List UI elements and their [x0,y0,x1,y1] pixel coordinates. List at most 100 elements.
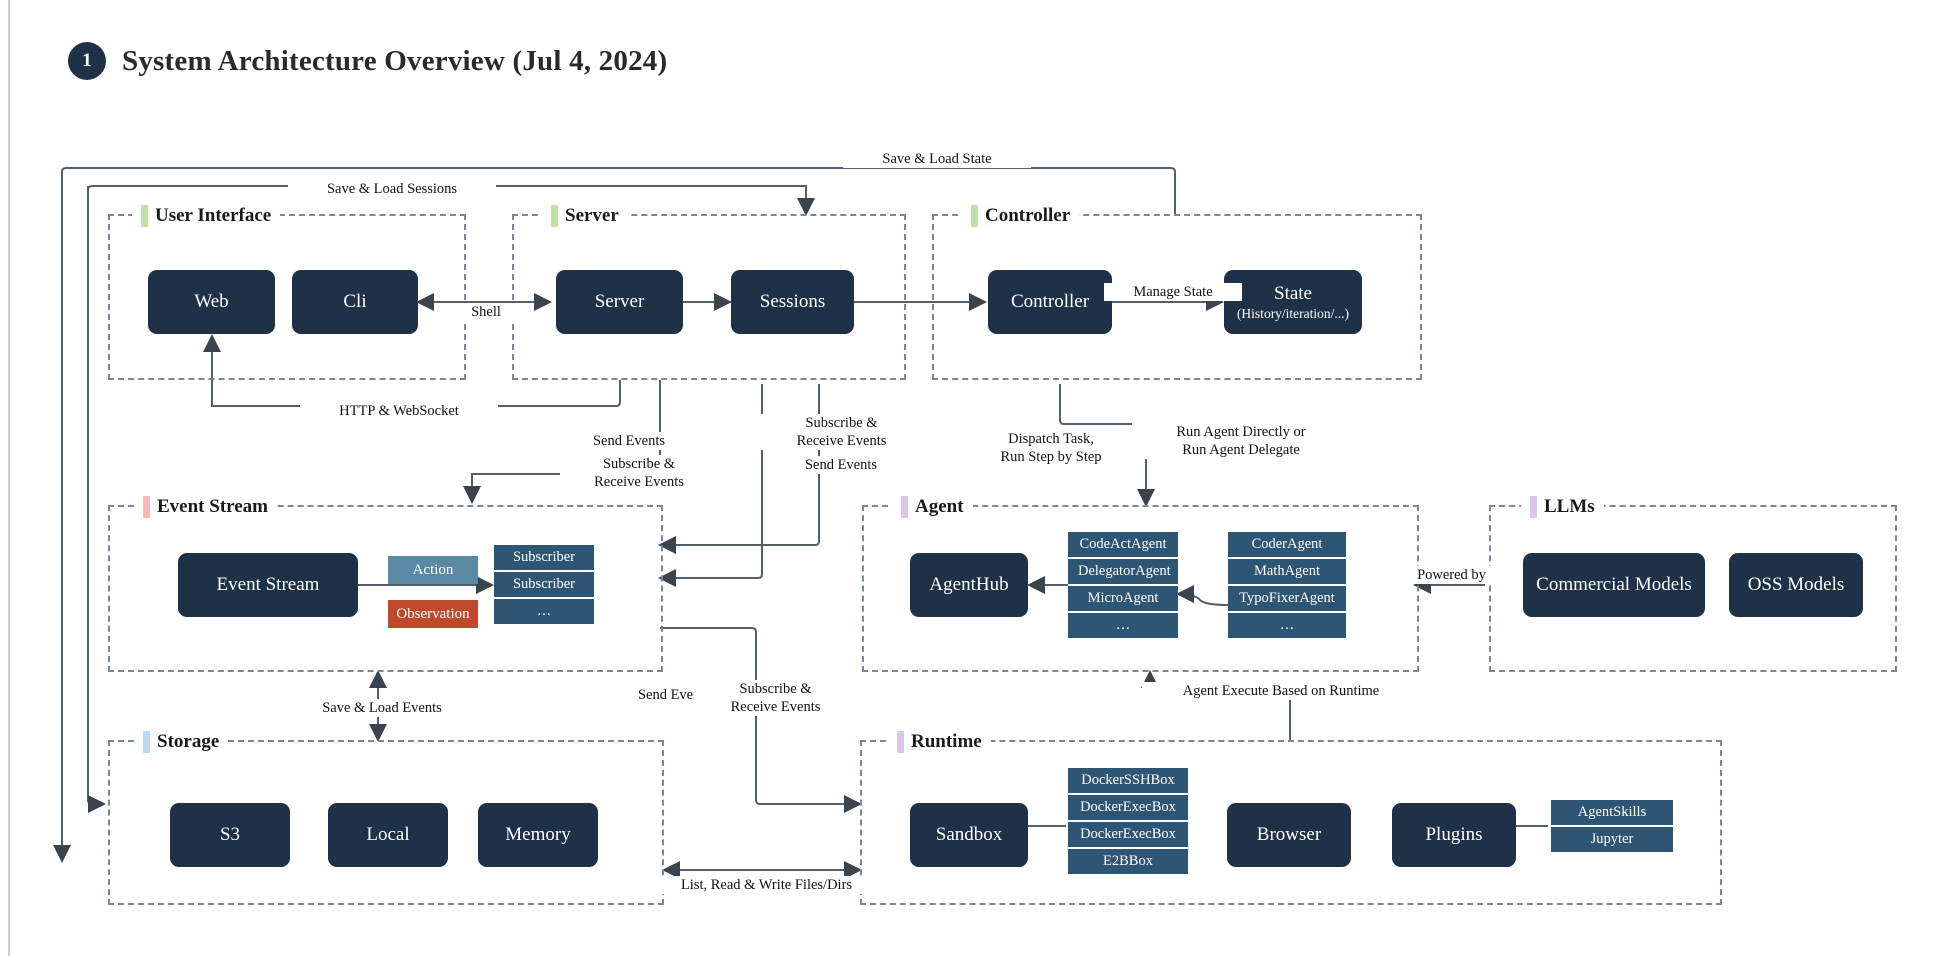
group-label-user-interface: User Interface [132,205,281,227]
node-sessions[interactable]: Sessions [731,270,854,334]
accent-bar-event-stream [143,496,150,518]
stack-item[interactable]: TypoFixerAgent [1228,586,1346,611]
node-label-controller: Controller [1010,291,1090,313]
group-title-agent: Agent [915,496,964,517]
edge-label-subscribe-receive-b: Subscribe & Receive Events [760,414,923,451]
stack-item[interactable]: Subscriber [494,572,594,597]
edge-label-manage-state: Manage State [1104,283,1242,302]
stack-item[interactable]: CoderAgent [1228,532,1346,557]
chip-label-action: Action [412,561,454,578]
accent-bar-agent [901,496,908,518]
edge-label-agent-execute: Agent Execute Based on Runtime [1142,682,1420,701]
group-label-agent: Agent [892,496,973,518]
node-cli[interactable]: Cli [292,270,418,334]
edge-label-save-load-events: Save & Load Events [288,699,476,718]
group-label-storage: Storage [134,731,229,753]
page-title: System Architecture Overview (Jul 4, 202… [122,44,668,77]
group-title-llms: LLMs [1544,496,1595,517]
node-controller[interactable]: Controller [988,270,1112,334]
stack-item[interactable]: CodeActAgent [1068,532,1178,557]
stack-item[interactable]: DockerExecBox [1068,822,1188,847]
stack-item[interactable]: … [1228,613,1346,638]
edge-label-send-events-a: Send Events [560,432,698,451]
node-label-cli: Cli [343,291,367,313]
node-label-commercial-models: Commercial Models [1536,574,1692,596]
group-storage: Storage [108,731,664,905]
node-label-agent-hub: AgentHub [929,574,1009,596]
group-user-interface: User Interface [108,205,466,380]
group-title-event-stream: Event Stream [157,496,268,517]
stack-item[interactable]: AgentSkills [1551,800,1673,825]
node-label-oss-models: OSS Models [1747,574,1845,596]
node-server[interactable]: Server [556,270,683,334]
group-event-stream: Event Stream [108,496,663,672]
page-header: 1 System Architecture Overview (Jul 4, 2… [68,42,667,80]
stack-item[interactable]: E2BBox [1068,849,1188,874]
node-sublabel-state: (History/iteration/...) [1236,305,1350,321]
edge-label-http-websocket: HTTP & WebSocket [300,402,498,421]
node-label-state: State [1274,282,1312,304]
edge-label-send-events-b: Send Events [772,456,910,475]
node-oss-models[interactable]: OSS Models [1729,553,1863,617]
accent-bar-runtime [897,731,904,753]
stack-item[interactable]: Jupyter [1551,827,1673,852]
node-local[interactable]: Local [328,803,448,867]
edge-label-run-agent: Run Agent Directly or Run Agent Delegate [1132,423,1350,460]
node-label-local: Local [366,824,410,846]
group-runtime: Runtime [860,731,1722,905]
node-commercial-models[interactable]: Commercial Models [1523,553,1705,617]
group-server: Server [512,205,906,380]
stack-item[interactable]: DockerSSHBox [1068,768,1188,793]
node-browser[interactable]: Browser [1227,803,1351,867]
edge-label-shell: Shell [442,303,530,322]
node-label-s3: S3 [219,824,241,846]
accent-bar-controller [971,205,978,227]
accent-bar-llms [1530,496,1537,518]
node-label-plugins: Plugins [1425,824,1483,846]
edge-label-save-load-state: Save & Load State [843,150,1031,169]
stack-item[interactable]: MathAgent [1228,559,1346,584]
group-title-user-interface: User Interface [155,205,272,226]
group-label-runtime: Runtime [888,731,991,753]
node-event-stream[interactable]: Event Stream [178,553,358,617]
node-label-sessions: Sessions [759,291,826,313]
chip-action[interactable]: Action [388,556,478,584]
group-llms: LLMs [1489,496,1897,672]
node-s3[interactable]: S3 [170,803,290,867]
stack-item[interactable]: DockerExecBox [1068,795,1188,820]
group-label-event-stream: Event Stream [134,496,277,518]
group-title-server: Server [565,205,619,226]
node-web[interactable]: Web [148,270,275,334]
group-title-controller: Controller [985,205,1071,226]
chip-observation[interactable]: Observation [388,600,478,628]
node-plugins[interactable]: Plugins [1392,803,1516,867]
group-title-storage: Storage [157,731,220,752]
node-label-browser: Browser [1256,824,1322,846]
node-agent-hub[interactable]: AgentHub [910,553,1028,617]
group-label-llms: LLMs [1521,496,1604,518]
slide-number-badge: 1 [68,42,106,80]
node-sandbox[interactable]: Sandbox [910,803,1028,867]
stack-item[interactable]: … [494,599,594,624]
node-memory[interactable]: Memory [478,803,598,867]
node-label-memory: Memory [505,824,571,846]
group-label-controller: Controller [962,205,1080,227]
node-label-server: Server [594,291,645,313]
stack-item[interactable]: Subscriber [494,545,594,570]
group-title-runtime: Runtime [911,731,982,752]
group-label-server: Server [542,205,628,227]
accent-bar-server [551,205,558,227]
edge-label-subscribe-receive-a: Subscribe & Receive Events [560,455,718,492]
node-state[interactable]: State (History/iteration/...) [1224,270,1362,334]
accent-bar-storage [143,731,150,753]
stack-item[interactable]: MicroAgent [1068,586,1178,611]
group-agent: Agent [862,496,1419,672]
stack-item[interactable]: DelegatorAgent [1068,559,1178,584]
node-label-event-stream: Event Stream [216,574,320,596]
stack-item[interactable]: … [1068,613,1178,638]
